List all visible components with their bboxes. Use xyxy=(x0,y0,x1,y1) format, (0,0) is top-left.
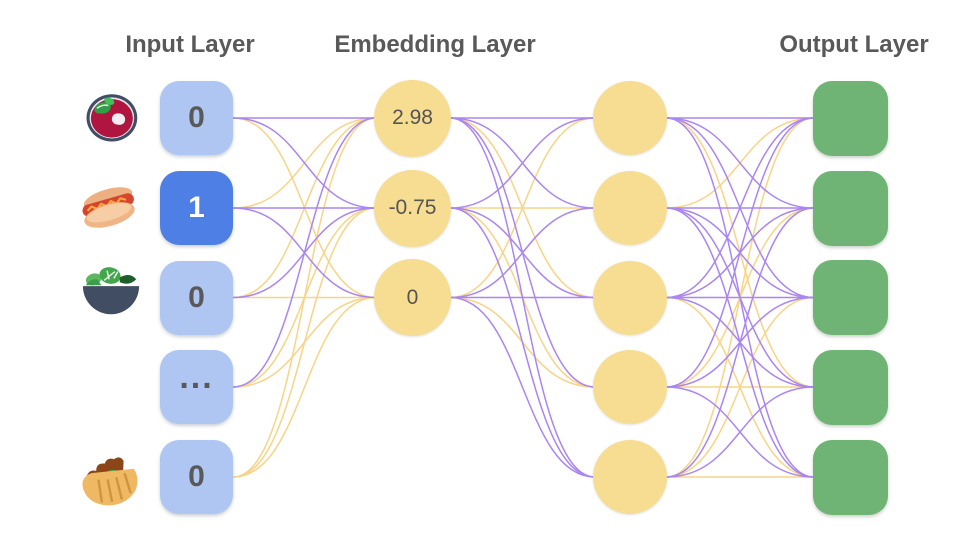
hidden-node xyxy=(593,81,667,155)
hidden-node xyxy=(593,440,667,514)
edge-yellow xyxy=(232,117,377,478)
output-node xyxy=(813,80,888,156)
input-node: 1 xyxy=(160,171,233,245)
input-layer-title: Input Layer xyxy=(125,31,255,58)
borscht-soup-emoji xyxy=(80,89,142,145)
input-node: ... xyxy=(160,350,233,424)
edge-purple xyxy=(665,117,815,388)
edge-purple xyxy=(232,117,377,388)
output-node xyxy=(813,349,888,425)
embedding-node: 0 xyxy=(374,259,451,336)
edge-yellow xyxy=(449,117,596,299)
edge-purple xyxy=(665,207,815,478)
input-value-label: 0 xyxy=(188,280,205,314)
edge-purple xyxy=(449,207,596,478)
input-node: 0 xyxy=(160,81,233,155)
emb-value-label: -0.75 xyxy=(388,196,437,219)
input-value-label: ... xyxy=(179,357,214,396)
input-value-label: 1 xyxy=(188,191,205,224)
output-node xyxy=(813,170,888,246)
input-value-label: 0 xyxy=(188,460,205,493)
edge-purple xyxy=(665,386,815,478)
hidden-node xyxy=(593,350,667,424)
input-value-label: 0 xyxy=(188,101,205,134)
hidden-node xyxy=(593,260,667,335)
edge-yellow xyxy=(232,207,377,478)
output-node xyxy=(813,439,888,515)
edge-purple xyxy=(449,207,596,299)
input-node: 0 xyxy=(160,440,233,514)
hotdog-emoji xyxy=(74,174,142,238)
edge-yellow xyxy=(232,296,377,478)
stuffed-flatbread-emoji xyxy=(77,449,143,513)
hidden-node xyxy=(593,171,667,245)
emb-value-label: 2.98 xyxy=(392,106,433,129)
edge-purple xyxy=(665,117,815,299)
edge-purple xyxy=(449,117,596,209)
emb-value-label: 0 xyxy=(406,285,419,309)
edge-purple xyxy=(232,117,377,209)
embedding-node: -0.75 xyxy=(374,169,451,247)
output-node xyxy=(813,260,888,335)
edge-purple xyxy=(449,296,596,478)
embedding-node: 2.98 xyxy=(374,79,451,157)
input-node: 0 xyxy=(160,260,233,335)
green-salad-emoji xyxy=(77,260,145,322)
output-layer-title: Output Layer xyxy=(779,31,929,58)
edge-purple xyxy=(665,117,815,209)
embedding-layer-title: Embedding Layer xyxy=(334,31,536,58)
edge-yellow xyxy=(665,296,815,478)
